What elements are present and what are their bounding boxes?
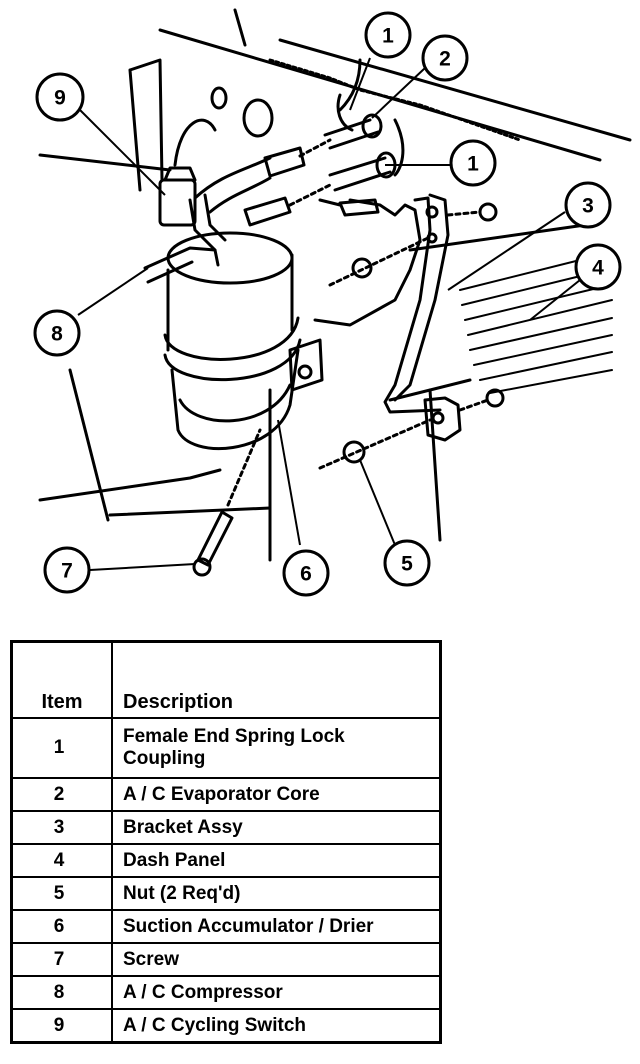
callout-1b-circle: [449, 139, 497, 187]
row-description: A / C Evaporator Core: [111, 777, 442, 812]
callout-2-label: 2: [439, 48, 451, 71]
row-description: Dash Panel: [111, 843, 442, 878]
row-item: 1: [10, 717, 113, 779]
table-row: 3 Bracket Assy: [10, 810, 442, 845]
row-item: 4: [10, 843, 113, 878]
table-row: 1 Female End Spring Lock Coupling: [10, 717, 442, 779]
suction-accumulator: [163, 231, 324, 450]
row-item: 7: [10, 942, 113, 977]
row-description: Bracket Assy: [111, 810, 442, 845]
row-description: A / C Cycling Switch: [111, 1008, 442, 1044]
row-item: 3: [10, 810, 113, 845]
callout-3-circle: [564, 181, 612, 229]
table-row: 6 Suction Accumulator / Drier: [10, 909, 442, 944]
row-item: 9: [10, 1008, 113, 1044]
row-description: Nut (2 Req'd): [111, 876, 442, 911]
callout-7-circle: [43, 546, 91, 594]
accumulator-tube: [143, 156, 272, 284]
spring-lock-couplings: [243, 138, 332, 227]
callout-9-circle: [35, 72, 85, 122]
row-item: 6: [10, 909, 113, 944]
header-item: Item: [10, 640, 113, 719]
exploded-view-diagram: 1 2 1 9 3 4 8 7 6 5: [33, 8, 632, 597]
callout-6-circle: [282, 549, 330, 597]
table-row: 5 Nut (2 Req'd): [10, 876, 442, 911]
dash-opening-small: [210, 86, 228, 110]
callout-5-label: 5: [401, 553, 413, 576]
compressor-outline: [128, 58, 164, 192]
callout-2-circle: [421, 34, 469, 82]
leader-lines: [77, 57, 581, 571]
callout-8-circle: [33, 309, 81, 357]
table-row: 9 A / C Cycling Switch: [10, 1008, 442, 1044]
callout-5-circle: [383, 539, 431, 587]
row-item: 2: [10, 777, 113, 812]
parts-legend-table: Item Description 1 Female End Spring Loc…: [10, 640, 442, 1044]
callout-8-label: 8: [51, 323, 63, 346]
row-description: Female End Spring Lock Coupling: [111, 717, 442, 779]
row-description: Screw: [111, 942, 442, 977]
bolts-and-nuts: [192, 198, 505, 577]
callout-4-circle: [574, 243, 622, 291]
callout-1a-circle: [364, 11, 412, 59]
table-header-row: Item Description: [10, 640, 442, 719]
cable-line: [268, 58, 522, 142]
callout-1a-label: 1: [382, 25, 394, 48]
table-row: 7 Screw: [10, 942, 442, 977]
row-description: Suction Accumulator / Drier: [111, 909, 442, 944]
row-item: 8: [10, 975, 113, 1010]
row-item: 5: [10, 876, 113, 911]
table-row: 2 A / C Evaporator Core: [10, 777, 442, 812]
header-description: Description: [111, 640, 442, 719]
callout-6-label: 6: [300, 563, 312, 586]
bracket-assy: [313, 193, 462, 442]
table-row: 4 Dash Panel: [10, 843, 442, 878]
dash-opening: [242, 98, 274, 138]
callout-1b-label: 1: [467, 153, 479, 176]
row-description: A / C Compressor: [111, 975, 442, 1010]
dash-cutout: [173, 118, 217, 167]
callout-4-label: 4: [592, 257, 604, 280]
evaporator-core: [323, 58, 405, 192]
callout-7-label: 7: [61, 560, 73, 583]
callout-9-label: 9: [54, 87, 66, 110]
callout-3-label: 3: [582, 195, 594, 218]
table-row: 8 A / C Compressor: [10, 975, 442, 1010]
